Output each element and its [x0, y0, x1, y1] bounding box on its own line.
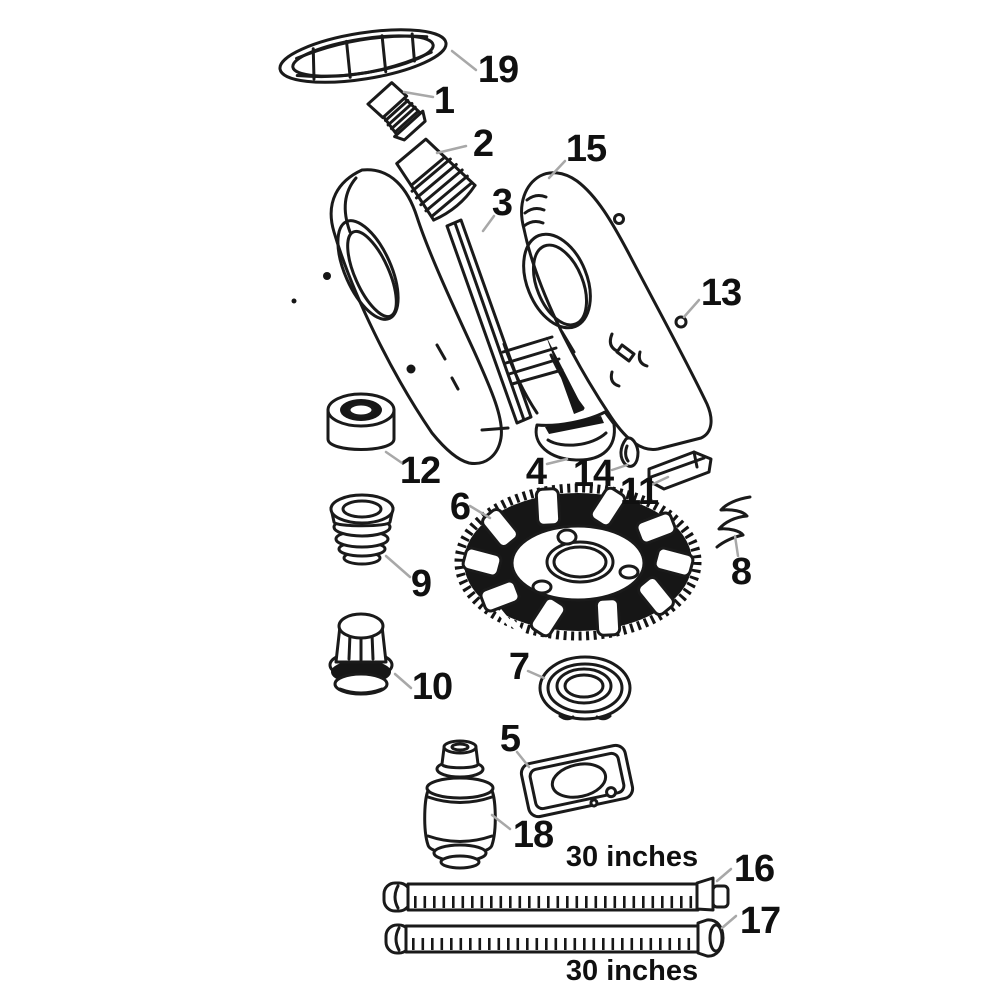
leader-1 — [402, 90, 435, 99]
leader-6 — [468, 504, 492, 520]
callout-13: 13 — [701, 272, 741, 314]
left-body-shell — [291, 168, 510, 466]
callout-15: 15 — [566, 128, 607, 170]
leader-14 — [610, 463, 629, 472]
callout-18: 18 — [513, 814, 553, 856]
callout-8: 8 — [731, 551, 751, 593]
leader-9 — [384, 554, 412, 579]
part-16-hose — [382, 876, 730, 913]
part-8-spring — [715, 495, 752, 549]
part-1-fitting — [366, 81, 427, 142]
part-15-right-body-shell — [520, 171, 713, 451]
part-14-clip — [619, 436, 640, 468]
part-2-adapter — [395, 137, 477, 222]
part-5-plate — [519, 743, 635, 819]
callout-16: 16 — [734, 848, 774, 890]
leader-lines — [384, 49, 740, 930]
part-9-plug — [329, 493, 395, 566]
hose-16-length-label: 30 inches — [566, 841, 698, 873]
callout-labels: 1 2 3 4 5 6 7 8 9 10 11 12 13 14 15 16 1… — [400, 49, 781, 942]
leader-7 — [526, 669, 546, 680]
leader-12 — [384, 450, 404, 465]
leader-3 — [481, 214, 496, 233]
callout-12: 12 — [400, 450, 440, 492]
callout-3: 3 — [492, 182, 512, 224]
callout-6: 6 — [450, 486, 470, 528]
part-7-seal — [538, 655, 632, 721]
callout-9: 9 — [411, 563, 431, 605]
leader-11 — [649, 475, 670, 487]
leader-5 — [515, 750, 531, 769]
leader-16 — [715, 867, 733, 883]
part-18-float — [423, 739, 497, 870]
callout-14: 14 — [573, 453, 614, 495]
dimension-labels: 30 inches 30 inches — [566, 841, 698, 987]
leader-15 — [547, 159, 567, 180]
callout-7: 7 — [509, 646, 529, 688]
callout-10: 10 — [412, 666, 452, 708]
leader-19 — [450, 49, 478, 72]
leader-18 — [490, 813, 512, 831]
leader-4 — [545, 457, 569, 466]
leader-8 — [733, 534, 740, 558]
part-11-wedge — [647, 450, 713, 491]
callout-11: 11 — [620, 471, 659, 513]
leader-10 — [393, 672, 413, 690]
part-6-turbine — [454, 483, 702, 642]
part-10-valve-cap — [328, 612, 394, 696]
callout-19: 19 — [478, 49, 518, 91]
leader-17 — [720, 914, 738, 930]
part-13-screw — [674, 315, 688, 329]
callout-17: 17 — [740, 900, 780, 942]
callout-5: 5 — [500, 718, 521, 760]
throat-and-part-4-mouth — [501, 335, 616, 462]
part-12-bearing-ring — [326, 392, 396, 451]
callout-1: 1 — [434, 80, 455, 122]
part-19-strainer-disc — [278, 28, 448, 84]
callout-2: 2 — [473, 123, 493, 165]
leader-2 — [435, 144, 468, 155]
callout-4: 4 — [526, 451, 547, 493]
part-17-hose — [384, 918, 725, 958]
hose-17-length-label: 30 inches — [566, 955, 698, 987]
leader-13 — [682, 298, 701, 319]
